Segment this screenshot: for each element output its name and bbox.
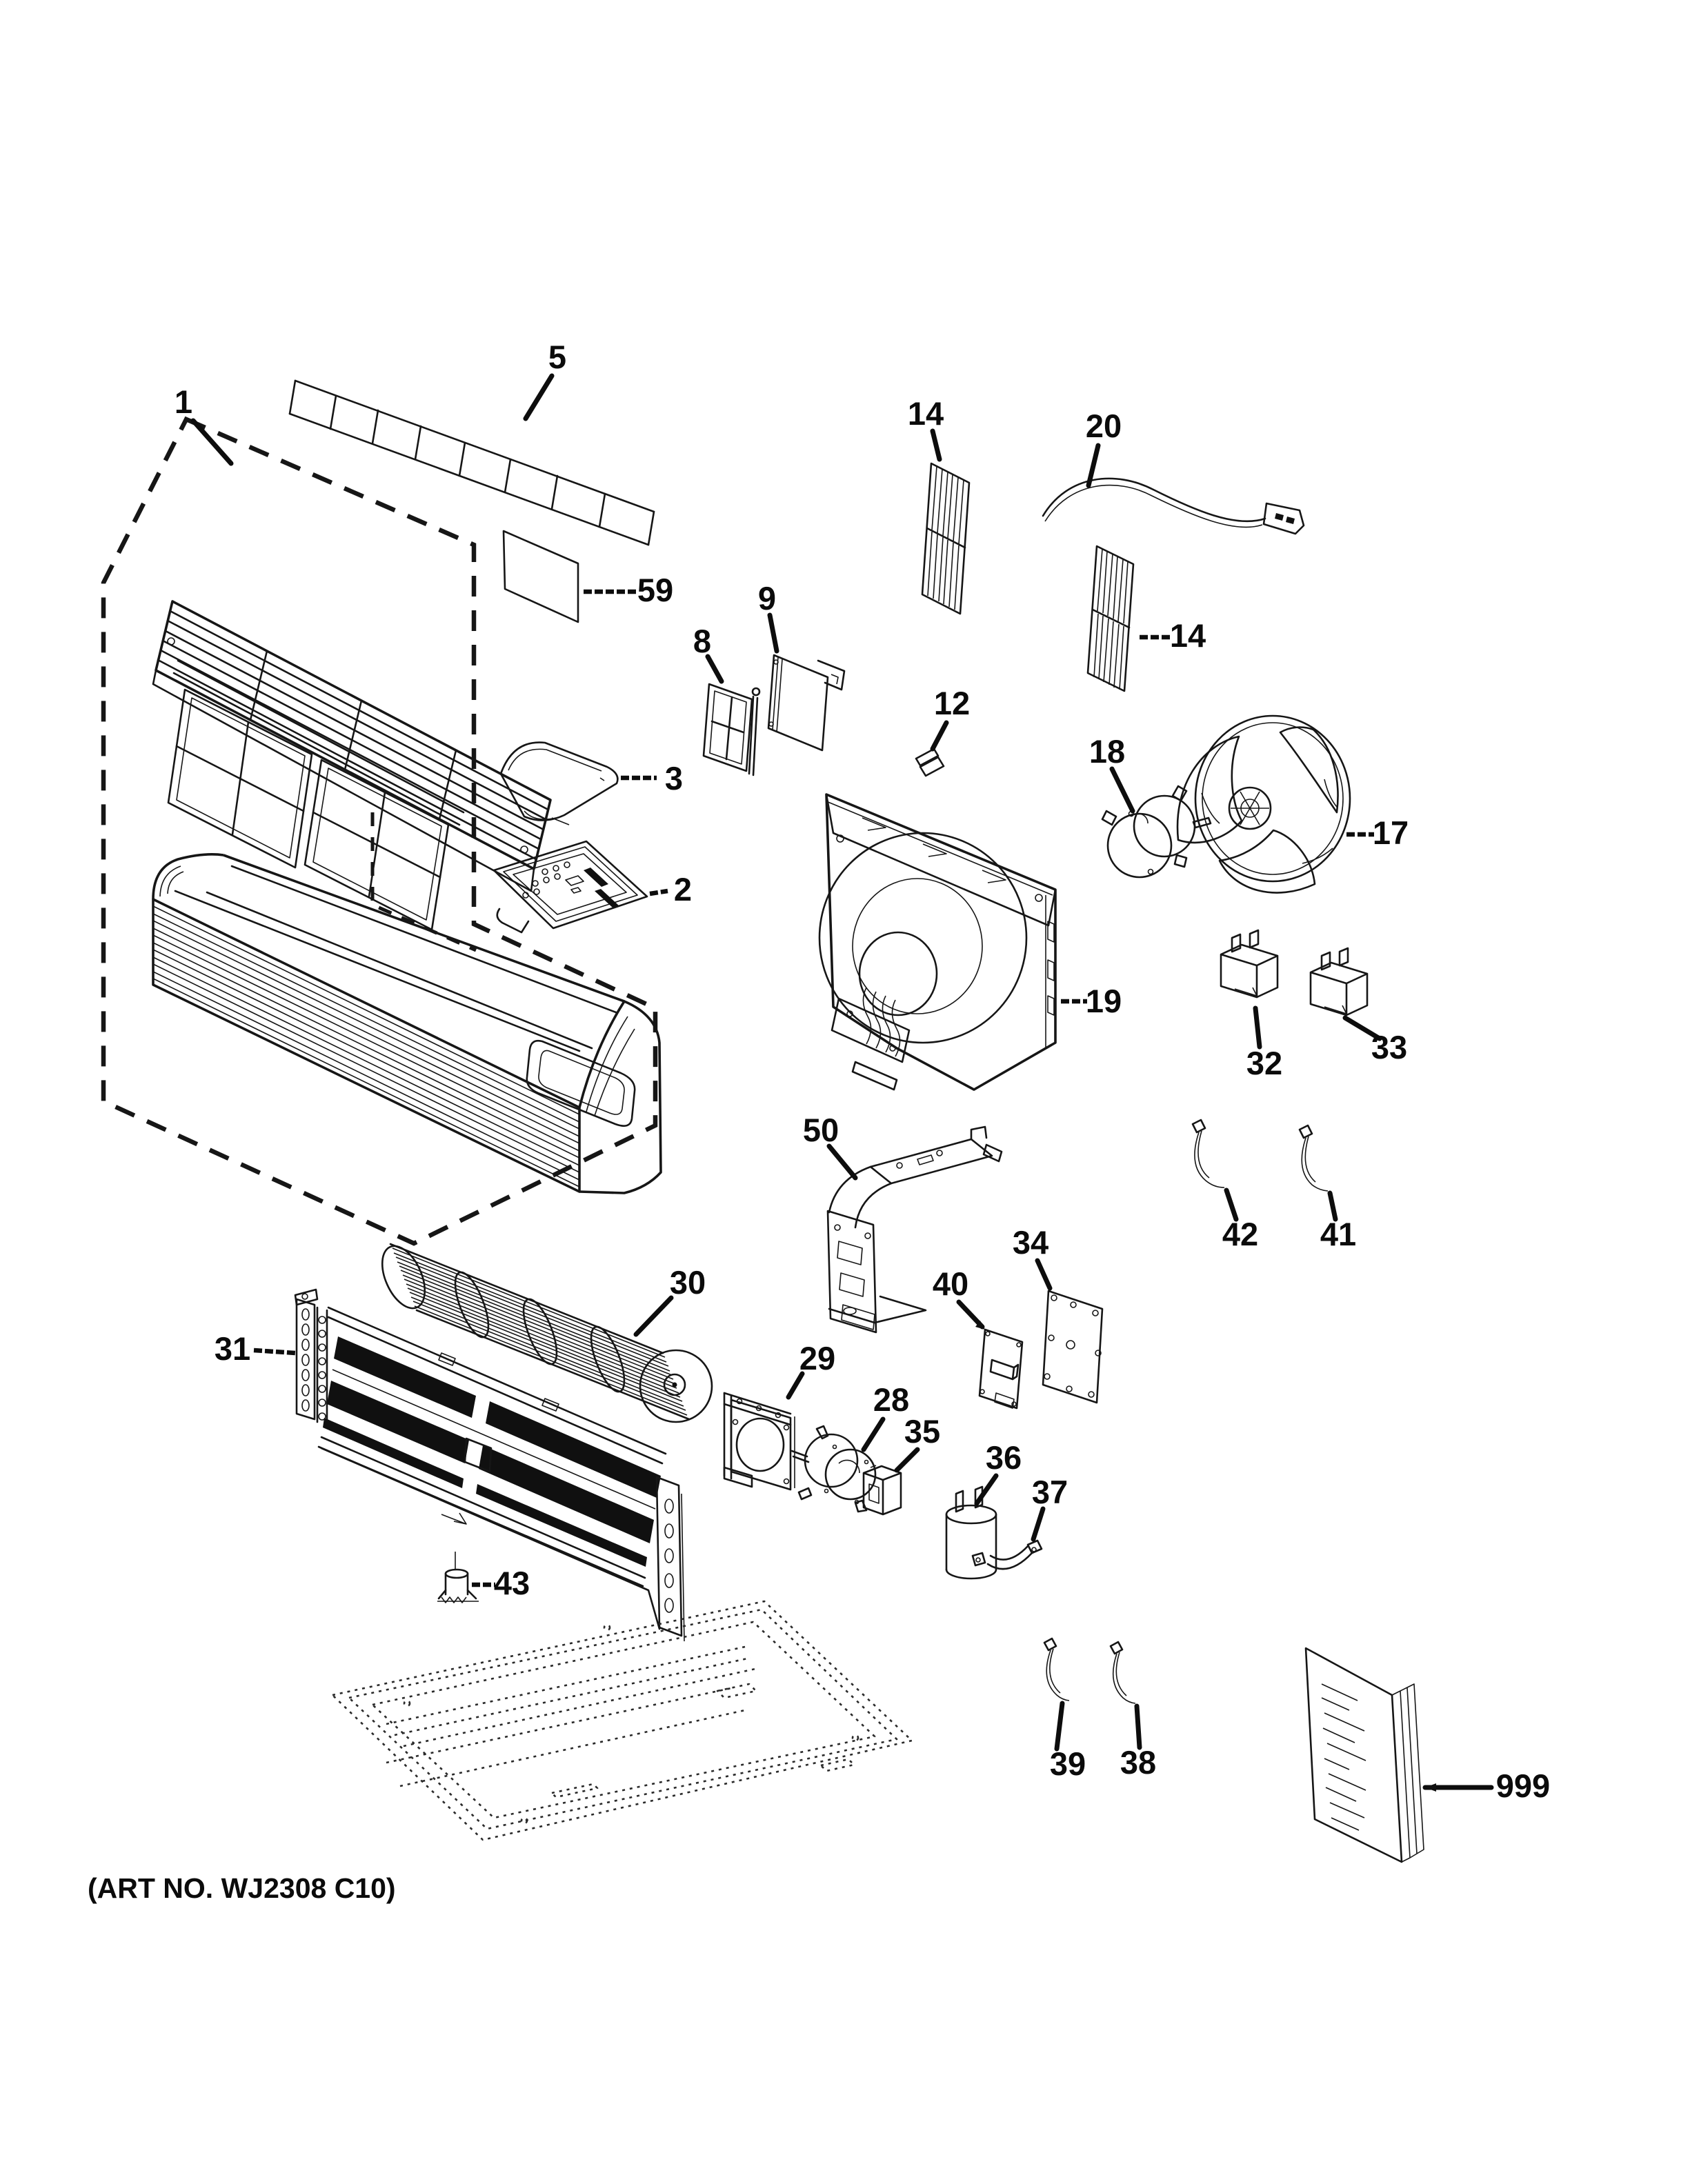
- part-41-sensor-wire: 41: [1298, 1124, 1356, 1252]
- callout-43: 43: [494, 1565, 530, 1601]
- air-filter-assembly: [167, 659, 465, 931]
- callout-35: 35: [904, 1413, 940, 1450]
- callout-18-leader: [1109, 766, 1135, 814]
- callout-35-leader: [894, 1447, 920, 1473]
- callout-33-leader: [1342, 1015, 1382, 1041]
- callout-3: 3: [665, 760, 683, 797]
- part-3-control-access-door: 3: [499, 741, 683, 825]
- callout-38: 38: [1120, 1744, 1156, 1781]
- part-20-power-cord: 20: [1042, 408, 1305, 535]
- callout-1: 1: [175, 383, 192, 420]
- callout-41-leader: [1327, 1190, 1338, 1222]
- callout-39-leader: [1054, 1701, 1065, 1752]
- callout-42-leader: [1224, 1188, 1239, 1222]
- callout-31: 31: [215, 1330, 250, 1367]
- callout-33: 33: [1371, 1029, 1407, 1065]
- part-1-room-cabinet-group-outline: 1: [101, 383, 658, 1246]
- callout-32-leader: [1253, 1005, 1262, 1050]
- callout-29: 29: [799, 1340, 835, 1376]
- callout-41: 41: [1320, 1216, 1356, 1252]
- callout-9: 9: [758, 580, 776, 617]
- callout-999: 999: [1496, 1767, 1550, 1804]
- callout-8: 8: [693, 623, 711, 659]
- callout-37-leader: [1031, 1506, 1046, 1542]
- callout-37: 37: [1032, 1474, 1068, 1510]
- callout-28: 28: [873, 1381, 909, 1418]
- part-59-label-plate: 59: [502, 530, 673, 623]
- part-40-connector-plate: 40: [933, 1265, 1024, 1410]
- part-30-blower-wheel: 30: [381, 1243, 713, 1423]
- callout-30: 30: [670, 1264, 706, 1301]
- callout-5: 5: [548, 339, 566, 375]
- callout-14b: 14: [1170, 617, 1206, 654]
- callout-5-leader: [523, 373, 555, 421]
- callout-40: 40: [933, 1265, 968, 1302]
- part-34-control-board-plate: 34: [1013, 1224, 1104, 1404]
- callout-40-leader: [956, 1299, 985, 1330]
- part-39-sensor-wire: 39: [1043, 1637, 1086, 1782]
- callout-2: 2: [674, 871, 692, 908]
- part-8-filter-frame: 8: [693, 623, 761, 777]
- part-2-control-panel: 2: [493, 840, 692, 934]
- callout-36-leader: [974, 1473, 999, 1506]
- callout-20-leader: [1086, 443, 1101, 488]
- callout-30-leader: [633, 1295, 674, 1337]
- part-5-grille-trim-strip: 5: [288, 339, 655, 546]
- callout-32: 32: [1246, 1045, 1282, 1081]
- callout-34-leader: [1035, 1258, 1053, 1291]
- callout-31-leader: [253, 1348, 296, 1356]
- callout-9-leader: [767, 612, 779, 654]
- room-cabinet-front: [152, 853, 662, 1194]
- callout-34: 34: [1013, 1224, 1048, 1261]
- base-pan-outline: [331, 1600, 913, 1841]
- part-35-transformer-box: 35: [862, 1413, 940, 1516]
- part-18-condenser-fan-motor: 18: [1089, 733, 1212, 879]
- part-28-blower-motor: 28: [791, 1381, 909, 1513]
- discharge-grille: [152, 600, 552, 892]
- part-38-sensor-wire: 38: [1109, 1641, 1156, 1781]
- art-number: (ART NO. WJ2308 C10): [88, 1872, 396, 1904]
- callout-14a-leader: [930, 428, 942, 462]
- part-999-owners-manual: 999: [1304, 1647, 1550, 1863]
- part-29-motor-mount-bracket: 29: [723, 1340, 835, 1491]
- callout-20: 20: [1086, 408, 1122, 444]
- part-37-capacitor-strap: 37: [971, 1474, 1068, 1570]
- callout-1-leader: [190, 418, 234, 466]
- callout-19: 19: [1086, 983, 1122, 1019]
- part-31-indoor-coil-assembly: 31: [215, 1288, 685, 1642]
- part-36-run-capacitor: 36: [945, 1439, 1022, 1580]
- part-9-side-panel: 9: [758, 580, 846, 752]
- callout-2-leader: [649, 888, 668, 896]
- callout-50: 50: [803, 1112, 839, 1148]
- callout-12-leader: [930, 720, 949, 752]
- part-32-capacitor-box-left: 32: [1220, 929, 1282, 1081]
- part-19-condenser-fan-shroud: 19: [818, 793, 1122, 1091]
- part-50-sheet-metal-bracket: 50: [803, 1112, 1003, 1334]
- callout-12: 12: [934, 685, 970, 721]
- callout-29-leader: [786, 1371, 805, 1400]
- callout-8-leader: [705, 654, 724, 684]
- part-14-louvered-grille-left: 14: [908, 395, 971, 615]
- callout-28-leader: [861, 1416, 886, 1452]
- callout-59: 59: [637, 572, 673, 608]
- callout-14a: 14: [908, 395, 944, 432]
- part-43-drain-check-valve: 43: [437, 1552, 530, 1603]
- part-42-sensor-wire: 42: [1191, 1119, 1258, 1252]
- part-14-louvered-grille-right: 14: [1086, 545, 1206, 692]
- callout-36: 36: [986, 1439, 1022, 1476]
- part-33-capacitor-box-right: 33: [1309, 947, 1407, 1065]
- callout-38-leader: [1134, 1703, 1142, 1750]
- part-12-clip: 12: [915, 685, 970, 777]
- callout-39: 39: [1050, 1745, 1086, 1782]
- part-17-condenser-fan-blade: 17: [1176, 714, 1409, 894]
- callout-50-leader: [826, 1143, 858, 1181]
- callout-18: 18: [1089, 733, 1125, 770]
- callout-42: 42: [1222, 1216, 1258, 1252]
- callout-17: 17: [1373, 814, 1409, 851]
